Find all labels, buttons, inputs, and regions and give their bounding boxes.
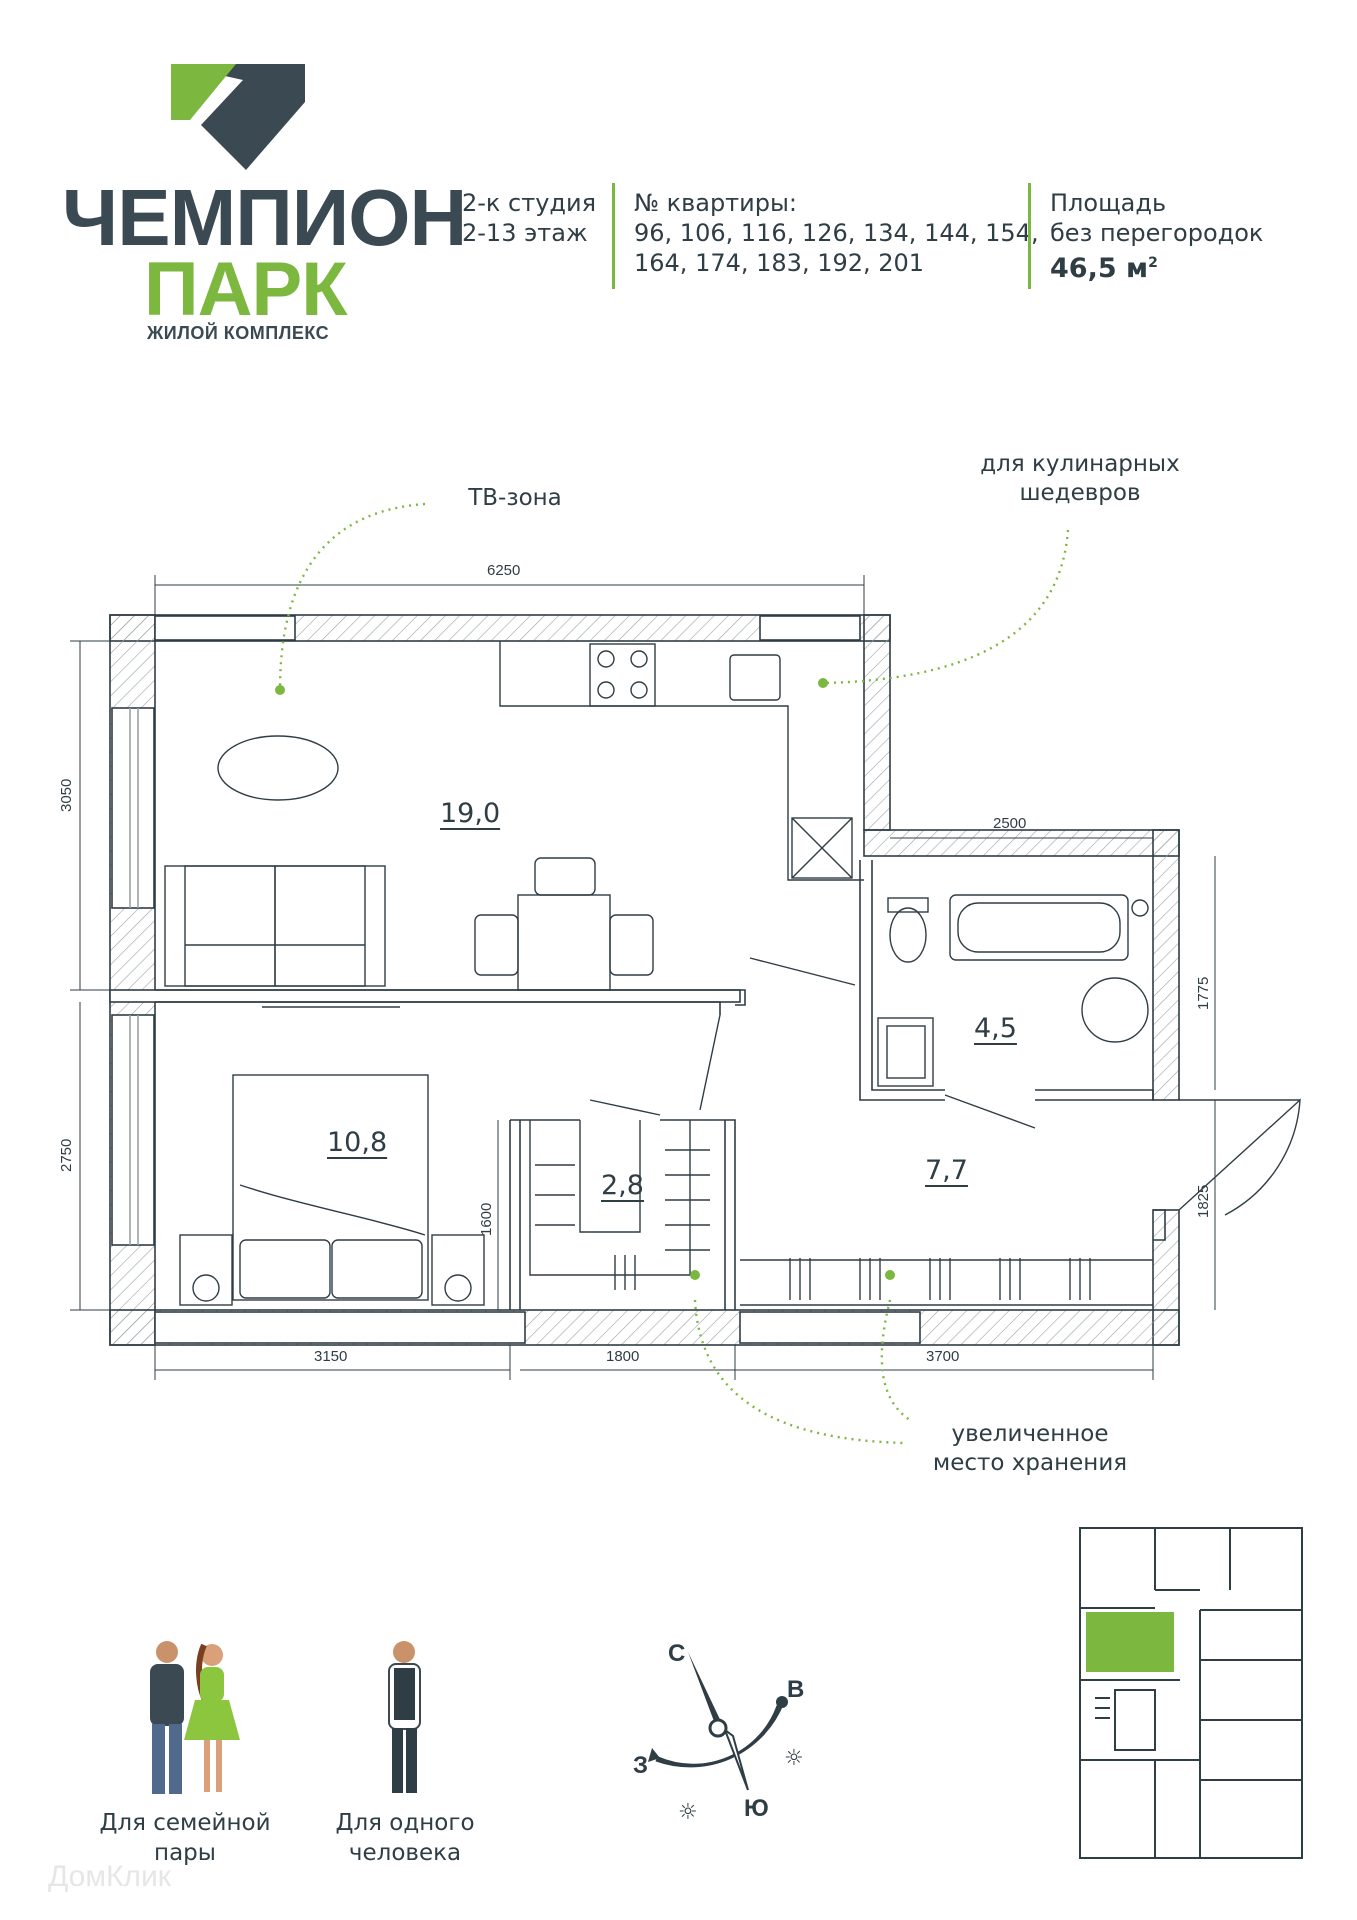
dimension-left-lower: 2750 bbox=[58, 1138, 75, 1172]
building-minimap bbox=[1079, 1527, 1303, 1859]
callout-dots bbox=[275, 678, 895, 1280]
dimension-bottom-2: 1800 bbox=[606, 1348, 640, 1365]
outer-walls bbox=[109, 614, 1180, 1346]
label-couple-line2: пары bbox=[154, 1840, 216, 1866]
callout-storage-line2: место хранения bbox=[932, 1450, 1128, 1476]
compass-rose bbox=[648, 1652, 788, 1791]
label-single: Для одного человека bbox=[310, 1808, 500, 1868]
dimension-bath-height: 1775 bbox=[1195, 976, 1212, 1010]
callout-storage: увеличенное место хранения bbox=[915, 1420, 1145, 1478]
compass-east: В bbox=[787, 1676, 805, 1703]
label-couple: Для семейной пары bbox=[80, 1808, 290, 1868]
room-area-bedroom: 10,8 bbox=[327, 1127, 388, 1158]
floor-range: 2-13 этаж bbox=[462, 219, 588, 247]
compass-west: З bbox=[633, 1752, 649, 1779]
label-couple-line1: Для семейной bbox=[99, 1810, 271, 1836]
label-single-line2: человека bbox=[348, 1840, 462, 1866]
divider bbox=[612, 183, 615, 289]
dimension-bath-width: 2500 bbox=[993, 815, 1027, 832]
kitchen-counter bbox=[499, 641, 864, 881]
apartment-numbers-line2: 164, 174, 183, 192, 201 bbox=[634, 249, 925, 277]
sun-icon-south: ☼ bbox=[678, 1800, 698, 1825]
callout-kitchen-line2: шедевров bbox=[1019, 480, 1141, 506]
compass-north: С bbox=[668, 1640, 686, 1667]
room-area-living: 19,0 bbox=[440, 798, 501, 829]
logo-tagline: ЖИЛОЙ КОМПЛЕКС bbox=[147, 323, 330, 343]
minimap-highlight bbox=[1086, 1612, 1174, 1672]
area-value-row: 46,5 м2 bbox=[1050, 248, 1263, 284]
partitions bbox=[155, 860, 1166, 1310]
label-single-line1: Для одного bbox=[335, 1810, 475, 1836]
dimension-top: 6250 bbox=[487, 562, 521, 579]
callout-kitchen-line1: для кулинарных bbox=[980, 451, 1180, 477]
callout-lines bbox=[278, 502, 1070, 1445]
single-person-illustration bbox=[388, 1641, 421, 1793]
room-area-hall: 7,7 bbox=[925, 1155, 968, 1186]
callout-tv-zone: ТВ-зона bbox=[468, 485, 562, 511]
dimension-bottom-3: 3700 bbox=[926, 1348, 960, 1365]
closet-shelves bbox=[529, 1120, 1153, 1306]
living-furniture bbox=[164, 735, 654, 1008]
apartment-type-label: 2-к студия bbox=[462, 189, 597, 217]
callout-storage-line1: увеличенное bbox=[951, 1421, 1109, 1447]
apartment-numbers-line1: 96, 106, 116, 126, 134, 144, 154, bbox=[634, 219, 1039, 247]
dimension-bottom-1: 3150 bbox=[314, 1348, 348, 1365]
area-label-2: без перегородок bbox=[1050, 219, 1264, 247]
doors bbox=[589, 957, 1301, 1216]
sun-icon-east: ☼ bbox=[784, 1746, 804, 1771]
dimension-door: 1825 bbox=[1195, 1184, 1212, 1218]
dimension-closet: 1600 bbox=[478, 1202, 495, 1236]
dimension-left-upper: 3050 bbox=[58, 778, 75, 812]
bathroom-fixtures bbox=[877, 894, 1149, 1087]
logo-subtitle-park: ПАРК bbox=[144, 247, 348, 332]
divider bbox=[1028, 183, 1031, 289]
callout-kitchen: для кулинарных шедевров bbox=[960, 450, 1200, 508]
area-value: 46,5 м bbox=[1050, 253, 1149, 284]
area-label-1: Площадь bbox=[1050, 189, 1167, 217]
dimension-lines bbox=[70, 575, 1216, 1380]
apartment-type: 2-к студия 2-13 этаж bbox=[462, 188, 596, 248]
compass-south: Ю bbox=[744, 1795, 769, 1822]
apartment-numbers: № квартиры: 96, 106, 116, 126, 134, 144,… bbox=[634, 188, 1039, 278]
room-area-bathroom: 4,5 bbox=[974, 1013, 1017, 1044]
apartment-numbers-label: № квартиры: bbox=[634, 189, 798, 217]
bedroom-furniture bbox=[179, 1074, 485, 1306]
area-unit-sup: 2 bbox=[1148, 255, 1158, 271]
logo-mark bbox=[171, 64, 305, 170]
logo-title: ЧЕМПИОН bbox=[62, 173, 467, 262]
area-info: Площадь без перегородок 46,5 м2 bbox=[1050, 188, 1263, 284]
room-area-closet: 2,8 bbox=[601, 1170, 644, 1201]
couple-illustration bbox=[150, 1641, 240, 1794]
watermark: ДомКлик bbox=[48, 1860, 171, 1893]
